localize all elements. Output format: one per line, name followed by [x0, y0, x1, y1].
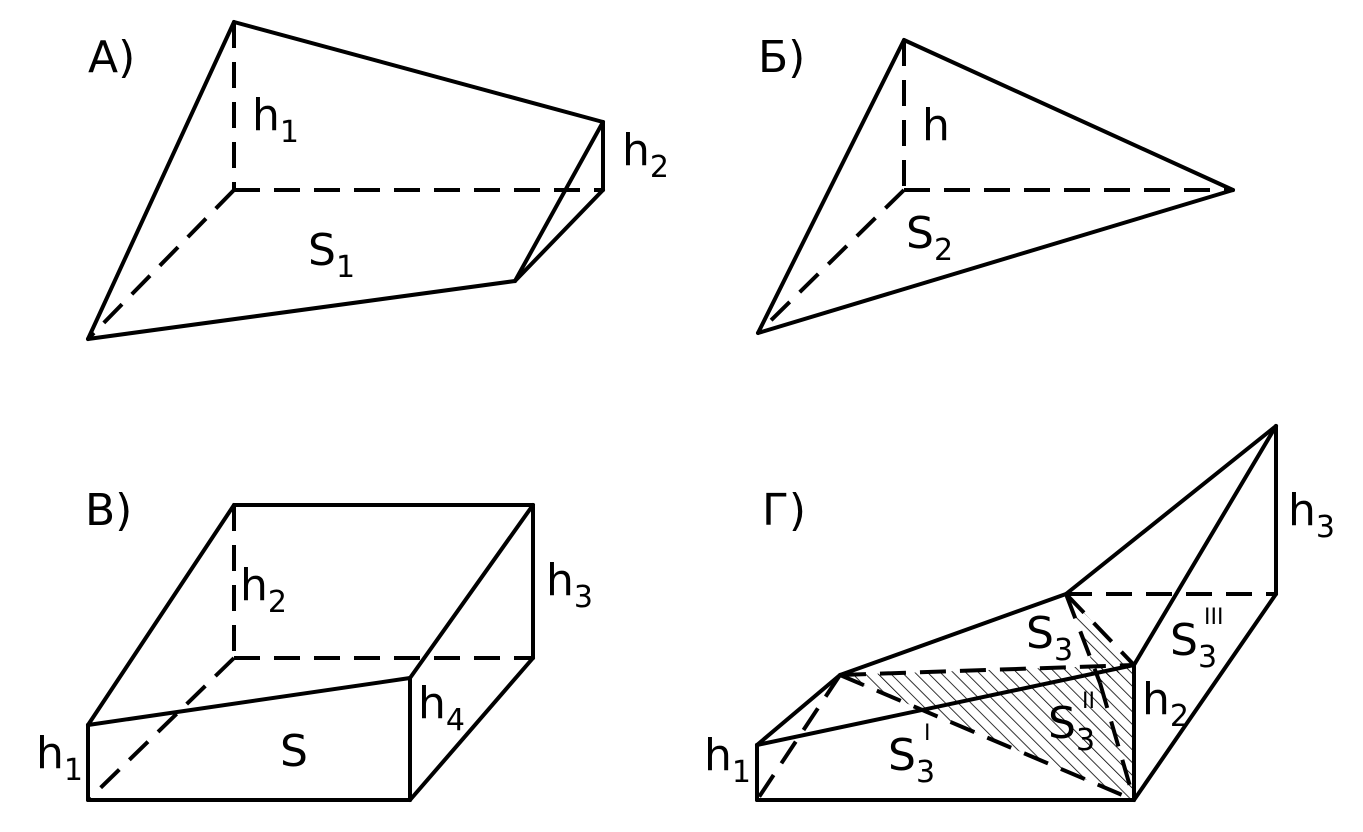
- panel-a-edges: [86, 20, 605, 341]
- hidden-edge: [755, 673, 842, 802]
- label-h1: h1: [36, 728, 83, 788]
- edge: [755, 663, 1136, 747]
- label-h2: h2: [622, 125, 669, 185]
- panel-b-edges: [756, 38, 1235, 335]
- label-h3: h3: [546, 555, 593, 615]
- label-h1: h1: [704, 730, 751, 790]
- edge: [232, 20, 605, 124]
- label-h4: h4: [418, 678, 465, 738]
- label-h2: h2: [1142, 674, 1189, 734]
- label-s3-i-sup: I: [924, 721, 931, 746]
- edge: [1132, 424, 1278, 667]
- edge: [756, 38, 906, 335]
- label-s3-iii-sup: III: [1204, 605, 1223, 630]
- panel-v: В) h2 h3 h4 h1 S: [36, 485, 593, 802]
- label-s2: S2: [906, 208, 953, 268]
- hatched-face: [1066, 594, 1134, 683]
- edge: [86, 20, 236, 341]
- edge: [902, 38, 1235, 192]
- hidden-edge: [756, 188, 906, 335]
- hidden-edge: [839, 673, 1135, 802]
- label-h2: h2: [240, 560, 287, 620]
- panel-b-label: Б): [758, 32, 805, 83]
- hatched-face: [840, 665, 1134, 800]
- edge: [408, 503, 535, 680]
- panel-a: А) h1 h2 S1: [86, 20, 669, 341]
- hidden-edge: [1064, 593, 1102, 684]
- panel-a-label: А): [88, 32, 135, 83]
- edge: [86, 279, 517, 341]
- label-s3-iii: S3: [1170, 615, 1217, 675]
- hidden-edge: [86, 656, 236, 802]
- edge: [513, 120, 605, 283]
- label-s3-ii-sup: II: [1082, 689, 1095, 714]
- hidden-edge: [1098, 682, 1136, 801]
- panel-g: Г) h3 h2 h1 S3 S3: [704, 424, 1335, 802]
- hidden-edge: [839, 663, 1135, 677]
- edge: [513, 188, 605, 283]
- label-h1: h1: [252, 90, 299, 150]
- label-h3: h3: [1288, 485, 1335, 545]
- panel-g-label: Г): [762, 485, 806, 536]
- label-h: h: [922, 100, 950, 151]
- panel-v-edges: [86, 503, 535, 802]
- edge: [86, 503, 236, 727]
- panel-v-label: В): [85, 485, 132, 536]
- edge: [838, 592, 1068, 677]
- label-s1: S1: [308, 225, 355, 285]
- hatched-faces: [840, 594, 1134, 800]
- panel-b: Б) h S2: [756, 32, 1235, 335]
- edge: [756, 188, 1235, 335]
- edge: [86, 676, 412, 727]
- label-s3-i: S3: [888, 730, 935, 790]
- label-s3: S3: [1026, 608, 1073, 668]
- hidden-edge: [1064, 592, 1136, 667]
- label-s: S: [280, 726, 308, 777]
- panel-g-edges: [755, 424, 1278, 802]
- label-s3-ii: S3: [1048, 698, 1095, 758]
- edge: [1132, 592, 1278, 802]
- hidden-edge: [86, 188, 236, 341]
- edge: [1064, 424, 1278, 596]
- edge: [408, 656, 535, 802]
- edge: [755, 673, 842, 747]
